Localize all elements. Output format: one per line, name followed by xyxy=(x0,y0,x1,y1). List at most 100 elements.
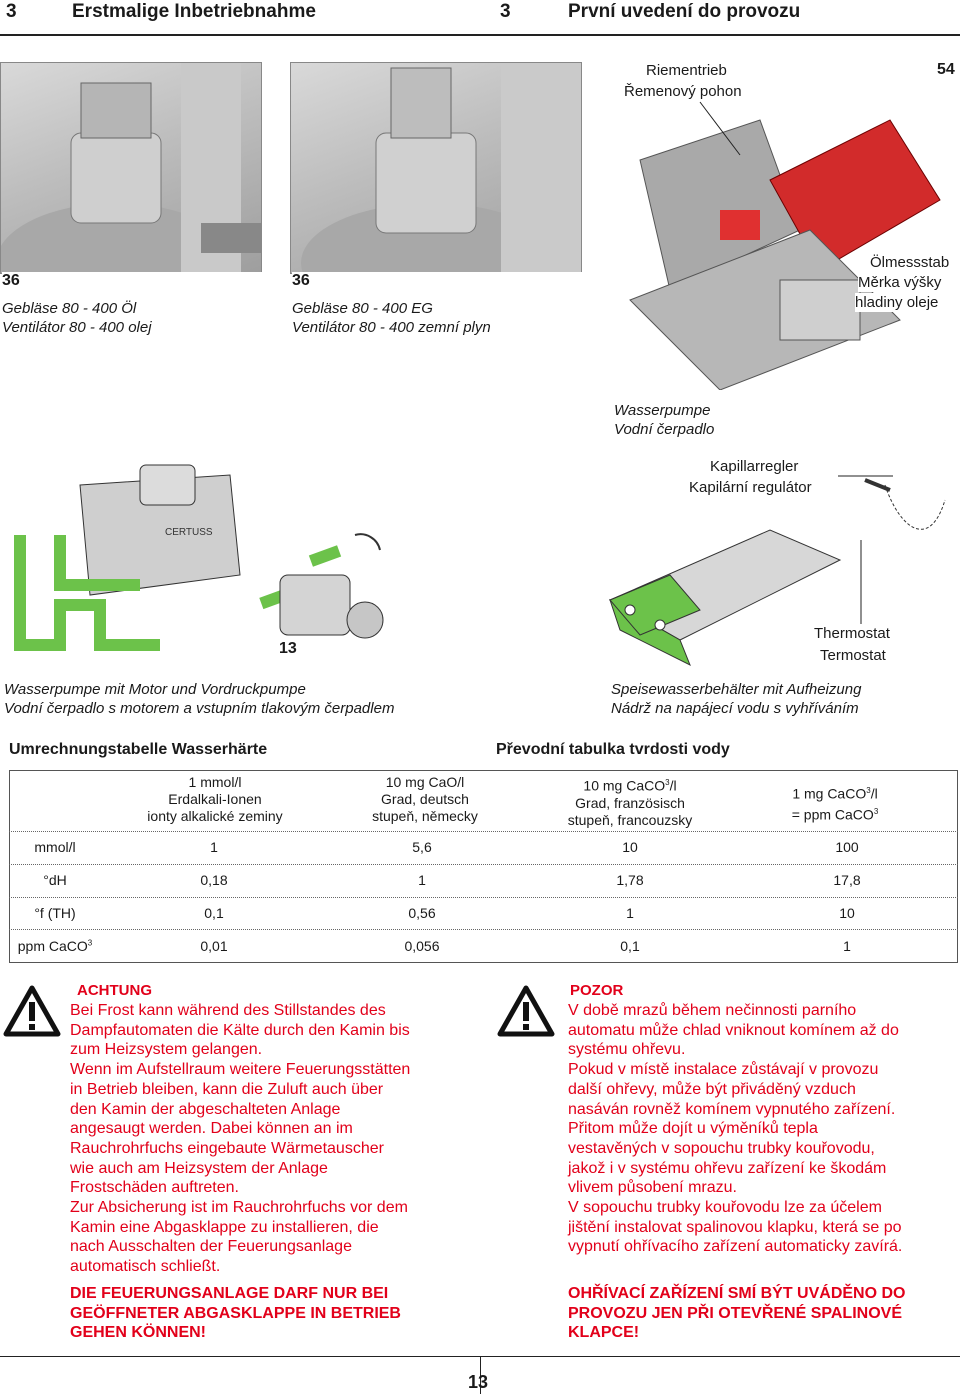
warning-line: vlivem působení mrazu. xyxy=(568,1179,737,1197)
warning-line: Frostschäden auftreten. xyxy=(70,1179,239,1197)
page-number: 13 xyxy=(468,1372,489,1392)
table-header-mmol: 1 mmol/l Erdalkali-Ionen ionty alkalické… xyxy=(147,774,283,824)
table-header-dh: 10 mg CaO/l Grad, deutsch stupeň, německ… xyxy=(372,774,478,824)
warning-body-cz: V době mrazů během nečinnosti parního aut… xyxy=(568,1001,960,1257)
blower-gas-illustration xyxy=(301,63,581,273)
table-cell: 0,1 xyxy=(620,938,640,954)
warning-line: automatisch schließt. xyxy=(70,1258,221,1276)
table-cell: 1 xyxy=(626,905,634,921)
belt-drive-figure xyxy=(610,60,960,391)
thermostat-cz: Termostat xyxy=(820,647,886,664)
thermostat-leader-line xyxy=(860,540,862,624)
header-left-number: 3 xyxy=(6,1,17,22)
warning-line: zum Heizsystem gelangen. xyxy=(70,1041,263,1059)
warning-line: GEÖFFNETER ABGASKLAPPE IN BETRIEB xyxy=(70,1304,401,1322)
warning-line: Pokud v místě instalace zůstávají v prov… xyxy=(568,1061,879,1079)
row-label: °dH xyxy=(43,872,67,888)
tank-de: Speisewasserbehälter mit Aufheizung xyxy=(611,681,862,698)
blower-oil-illustration xyxy=(1,63,261,273)
warning-line: Rauchrohrfuchs eingebaute Wärmetauscher xyxy=(70,1139,384,1157)
belt-drive-number: 54 xyxy=(937,61,955,78)
warning-line: PROVOZU JEN PŘI OTEVŘENÉ SPALINOVÉ xyxy=(568,1304,902,1322)
warning-title-de: ACHTUNG xyxy=(77,982,152,999)
warning-line: vestavěných v sopouchu trubky kouřovodu, xyxy=(568,1139,875,1157)
table-cell: 100 xyxy=(835,839,859,855)
table-cell: 1 xyxy=(418,872,426,888)
tank-pump-de: Wasserpumpe xyxy=(614,402,711,419)
table-title-cz: Převodní tabulka tvrdosti vody xyxy=(496,741,730,758)
table-cell: 1,78 xyxy=(616,872,644,888)
dipstick-label-de: Ölmessstab xyxy=(870,253,950,272)
tank-pump-cz: Vodní čerpadlo xyxy=(614,421,715,438)
warning-line: automatu může chlad vniknout komínem až … xyxy=(568,1021,899,1039)
warning-line: V době mrazů během nečinnosti parního xyxy=(568,1002,857,1019)
warning-line: OHŘÍVACÍ ZAŘÍZENÍ SMÍ BÝT UVÁDĚNO DO xyxy=(568,1285,906,1302)
feedwater-tank-figure xyxy=(600,450,960,675)
table-row: °f (TH) 0,1 0,56 1 10 xyxy=(0,905,960,925)
warning-line: nach Ausschalten der Feuerungsanlage xyxy=(70,1238,352,1256)
blower-oil-photo xyxy=(0,62,262,274)
hardness-table xyxy=(9,770,958,963)
warning-line: Kamin eine Abgasklappe zu installieren, … xyxy=(70,1218,379,1236)
table-cell: 10 xyxy=(622,839,638,855)
warning-line: Zur Absicherung ist im Rauchrohrfuchs vo… xyxy=(70,1199,408,1217)
table-cell: 0,01 xyxy=(200,938,228,954)
footer-separator xyxy=(480,1356,481,1394)
table-divider xyxy=(9,831,958,832)
blower-gas-caption-box: 36 Gebläse 80 - 400 EG Ventilátor 80 - 4… xyxy=(292,272,592,340)
capillary-regulator-cz: Kapilární regulátor xyxy=(689,479,812,496)
row-label: °f (TH) xyxy=(34,905,76,921)
warning-line: systému ohřevu. xyxy=(568,1041,686,1059)
table-cell: 5,6 xyxy=(412,839,432,855)
warning-line: GEHEN KÖNNEN! xyxy=(70,1324,207,1342)
table-header-ppm: 1 mg CaCO3/l = ppm CaCO3 xyxy=(791,785,879,823)
thermostat-de: Thermostat xyxy=(814,625,890,642)
feedwater-tank-illustration xyxy=(608,478,946,667)
table-header-fh: 10 mg CaCO3/l Grad, französisch stupeň, … xyxy=(567,777,693,828)
row-label: ppm CaCO3 xyxy=(17,938,93,954)
row-label: mmol/l xyxy=(34,839,76,855)
blower-gas-number: 36 xyxy=(292,272,310,289)
table-cell: 1 xyxy=(210,839,218,855)
warning-line: Přitom může dojít u výměníků tepla xyxy=(568,1120,818,1138)
table-cell: 10 xyxy=(839,905,855,921)
table-cell: 0,1 xyxy=(204,905,224,921)
water-pump-number: 13 xyxy=(279,640,297,657)
warning-line: in Betrieb bleiben, kann die Zuluft auch… xyxy=(70,1080,384,1098)
table-divider xyxy=(9,897,958,898)
warning-triangle-icon xyxy=(497,985,555,1037)
blower-oil-cz: Ventilátor 80 - 400 olej xyxy=(2,319,152,336)
table-cell: 17,8 xyxy=(833,872,861,888)
blower-gas-photo xyxy=(290,62,582,274)
blower-oil-caption-box: 36 Gebläse 80 - 400 Öl Ventilátor 80 - 4… xyxy=(2,272,292,340)
table-divider xyxy=(9,864,958,865)
capillary-regulator-de: Kapillarregler xyxy=(710,458,799,475)
water-pump-cz: Vodní čerpadlo s motorem a vstupním tlak… xyxy=(4,700,395,717)
table-cell: 0,56 xyxy=(408,905,436,921)
belt-drive-leader-line xyxy=(699,101,741,156)
water-pump-motor-figure: CERTUSS xyxy=(0,455,440,670)
blower-gas-cz: Ventilátor 80 - 400 zemní plyn xyxy=(292,319,491,336)
table-cell: 0,18 xyxy=(200,872,228,888)
table-title-de: Umrechnungstabelle Wasserhärte xyxy=(9,741,268,758)
blower-oil-de: Gebläse 80 - 400 Öl xyxy=(2,300,137,317)
warning-line: den Kamin der abgeschalteten Anlage xyxy=(70,1100,341,1118)
header-left-title: Erstmalige Inbetriebnahme xyxy=(72,1,316,22)
header-right-number: 3 xyxy=(500,1,511,22)
warning-line: Bei Frost kann während des Stillstandes … xyxy=(70,1002,386,1019)
blower-oil-number: 36 xyxy=(2,272,20,289)
warning-line: angesaugt werden. Dabei können an im xyxy=(70,1120,353,1138)
tank-cz: Nádrž na napájecí vodu s vyhříváním xyxy=(611,700,859,717)
dipstick-label-cz1: Měrka výšky xyxy=(858,273,942,292)
warning-line: wie auch am Heizsystem der Anlage xyxy=(70,1159,328,1177)
belt-drive-label-cz: Řemenový pohon xyxy=(624,83,742,100)
table-row: ppm CaCO3 0,01 0,056 0,1 1 xyxy=(0,938,960,958)
warning-line: vypnutí ohřívacího zařízení automaticky … xyxy=(568,1238,903,1256)
warning-line: KLAPCE! xyxy=(568,1324,640,1342)
warning-line: další ohřevy, může být přiváděný vzduch xyxy=(568,1080,856,1098)
header-rule xyxy=(0,34,960,36)
belt-drive-label-de: Riementrieb xyxy=(646,62,727,79)
table-row: mmol/l 1 5,6 10 100 xyxy=(0,839,960,859)
water-pump-de: Wasserpumpe mit Motor und Vordruckpumpe xyxy=(4,681,306,698)
